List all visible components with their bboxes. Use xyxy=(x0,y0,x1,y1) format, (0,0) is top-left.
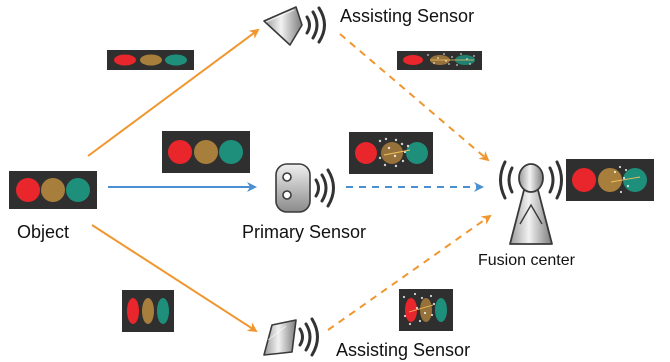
top-assisting-sensor-icon xyxy=(263,6,326,46)
arrow-top-sensor-to-fusion xyxy=(339,33,490,162)
label-assisting-sensor-bottom: Assisting Sensor xyxy=(336,340,470,360)
arrow-object-to-bottom-sensor xyxy=(91,224,258,333)
radio-waves-icon xyxy=(298,317,319,357)
top-sensor-output-panel xyxy=(397,51,482,70)
bottom-assisting-sensor-icon xyxy=(263,317,319,357)
antenna-tower-icon xyxy=(499,160,563,245)
arrows xyxy=(87,28,492,333)
label-fusion-center: Fusion center xyxy=(478,252,576,269)
label-assisting-sensor-top: Assisting Sensor xyxy=(340,6,474,26)
primary-sensor-output-panel xyxy=(349,132,433,174)
primary-sensor-icon xyxy=(275,163,335,213)
bottom-path-observation-panel xyxy=(122,290,174,332)
arrow-object-to-top-sensor xyxy=(87,28,260,157)
object-traffic-light xyxy=(9,171,97,209)
primary-path-observation-panel xyxy=(162,131,250,173)
top-path-observation-panel xyxy=(107,50,194,70)
bottom-sensor-output-panel xyxy=(399,289,453,331)
radio-waves-icon xyxy=(314,168,335,208)
radio-waves-icon xyxy=(499,160,563,200)
label-object: Object xyxy=(17,222,69,242)
fusion-output-panel xyxy=(566,159,654,201)
radio-waves-icon xyxy=(305,6,326,44)
label-primary-sensor: Primary Sensor xyxy=(242,222,366,242)
